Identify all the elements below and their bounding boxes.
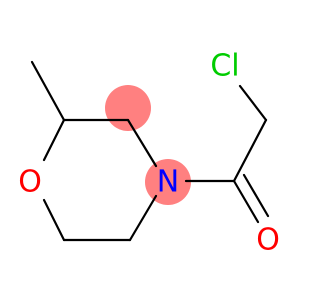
highlight-circle-nitrogen	[145, 159, 191, 205]
bond-o-c6	[42, 198, 66, 242]
molecule-diagram: O N Cl O	[18, 49, 280, 258]
atom-label-nitrogen: N	[157, 165, 179, 200]
bond-c2-o	[42, 118, 66, 162]
atom-label-carbonyl-oxygen: O	[256, 223, 280, 258]
bond-carbonyl-ch2	[232, 118, 268, 183]
bond-ch2-cl	[238, 84, 268, 122]
structure-svg: O N Cl O	[18, 49, 280, 258]
highlight-circle-ring-carbon	[105, 85, 151, 131]
bond-methyl	[30, 60, 66, 122]
atom-label-ring-oxygen: O	[18, 165, 42, 200]
bond-carbonyl-o-a	[232, 179, 260, 224]
bond-carbonyl-o-b	[242, 173, 270, 218]
atom-label-chlorine: Cl	[210, 49, 239, 84]
bond-c3-n	[126, 118, 158, 168]
bond-c5-n	[128, 194, 158, 242]
